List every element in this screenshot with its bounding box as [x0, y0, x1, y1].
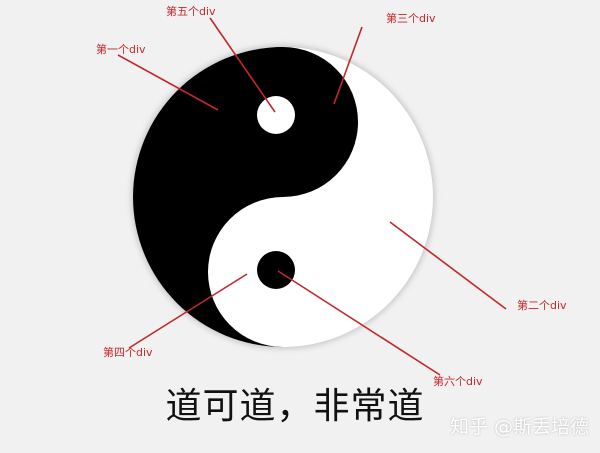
leader-line-sixth-div: [277, 270, 441, 376]
yin-dot: [257, 251, 295, 289]
leader-line-first-div: [117, 54, 219, 111]
label-sixth-div: 第六个div: [433, 375, 483, 388]
label-third-div: 第三个div: [386, 12, 436, 25]
label-first-div: 第一个div: [96, 43, 146, 56]
caption-text: 道可道，非常道: [165, 386, 425, 427]
label-fourth-div: 第四个div: [103, 346, 153, 359]
yang-dot: [257, 96, 295, 134]
leader-line-fourth-div: [128, 273, 248, 349]
label-second-div: 第二个div: [517, 299, 567, 312]
leader-line-third-div: [333, 26, 363, 105]
watermark-text: 知乎 @斯丢培德: [450, 416, 590, 438]
leader-line-fifth-div: [209, 17, 276, 113]
leader-line-second-div: [389, 221, 507, 310]
label-fifth-div: 第五个div: [166, 5, 216, 18]
